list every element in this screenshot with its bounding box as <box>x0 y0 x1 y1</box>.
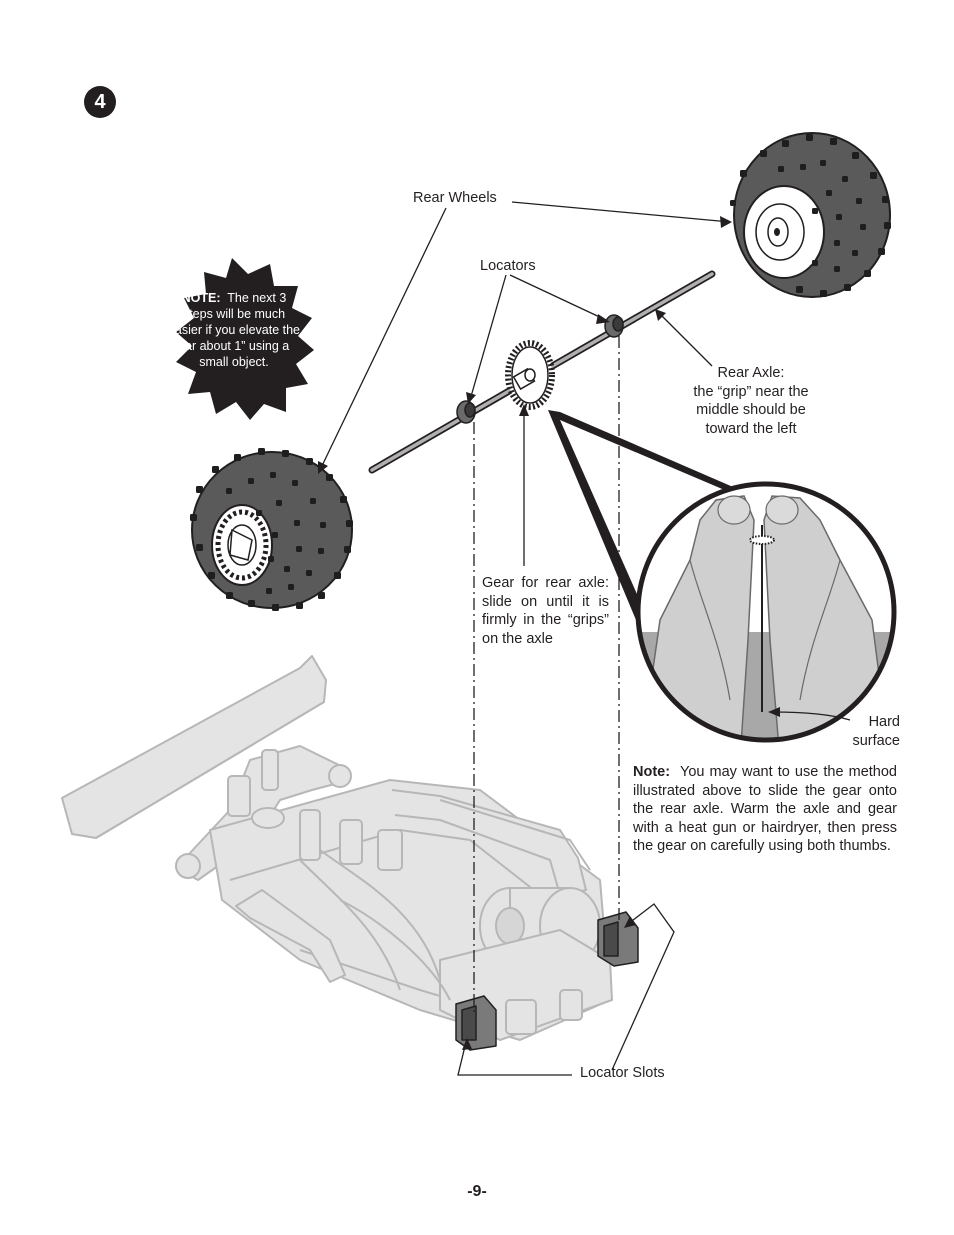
locator-left <box>456 400 476 424</box>
rear-axle-gear <box>505 340 555 410</box>
label-locator-slots: Locator Slots <box>580 1065 665 1081</box>
label-rear-axle-title: Rear Axle: <box>717 365 785 381</box>
label-rear-axle: Rear Axle: the “grip” near the middle sh… <box>686 364 816 438</box>
side-note-body: You may want to use the method illustrat… <box>633 764 898 854</box>
side-note-lead: Note: <box>633 764 671 780</box>
rear-wheel-right <box>730 132 891 298</box>
step-number-badge: 4 <box>84 86 116 118</box>
label-rear-axle-text: the “grip” near the middle should be tow… <box>693 383 809 437</box>
page-number: -9- <box>467 1183 487 1200</box>
locator-slot-left <box>455 995 497 1051</box>
note-burst-lead: NOTE: <box>181 291 221 305</box>
side-note: Note: You may want to use the method ill… <box>633 763 897 856</box>
note-burst-body: The next 3 steps will be much easier if … <box>167 291 301 369</box>
label-locators: Locators <box>480 258 536 274</box>
locator-right <box>604 314 624 338</box>
label-gear: Gear for rear axle: slide on until it is… <box>482 575 609 647</box>
leader-lines <box>319 201 851 1076</box>
arrowheads <box>318 216 780 1050</box>
label-rear-wheels: Rear Wheels <box>413 190 497 206</box>
magnifier-callout <box>548 410 897 743</box>
note-starburst <box>176 258 314 420</box>
chassis-illustration <box>61 655 613 1041</box>
label-hard-surface: Hard surface <box>852 714 900 749</box>
alignment-guides <box>473 336 620 1012</box>
rear-wheel-left <box>190 448 353 611</box>
note-burst-text: NOTE: The next 3 steps will be much easi… <box>166 290 302 370</box>
